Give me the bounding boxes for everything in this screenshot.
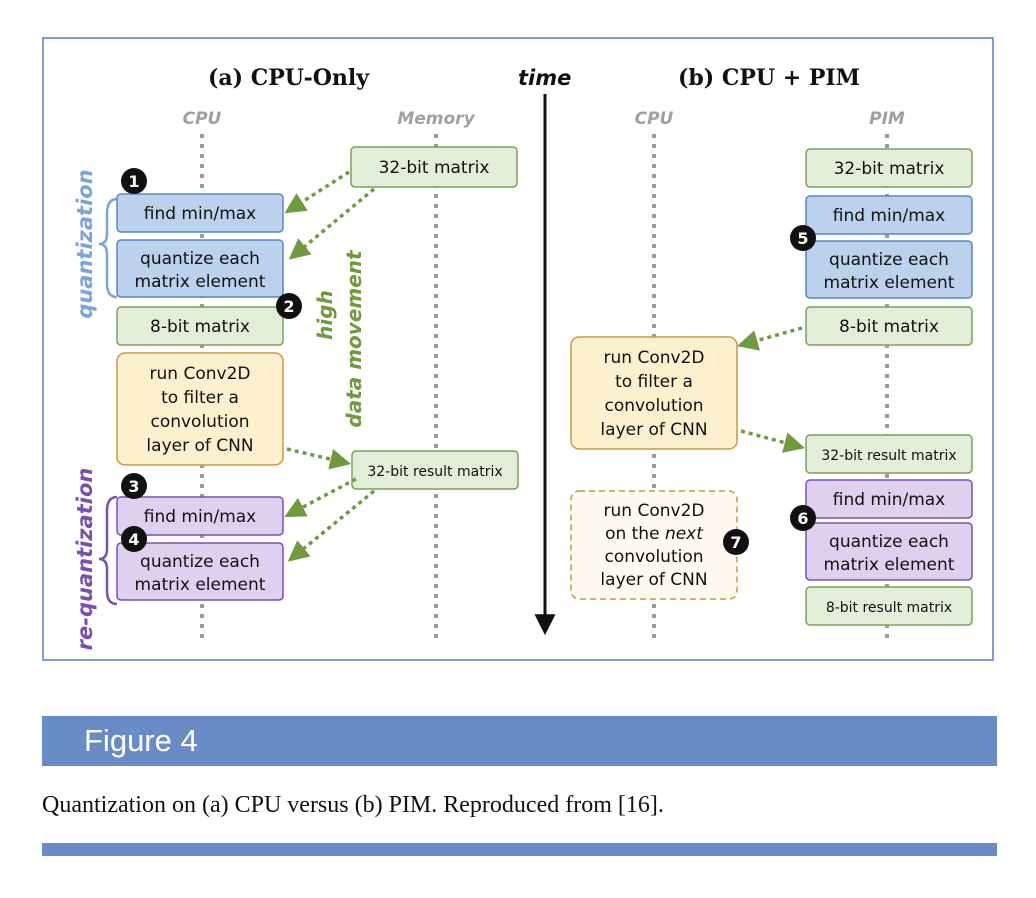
svg-text:32-bit matrix: 32-bit matrix [834, 159, 945, 179]
right-8bit-result-box: 8-bit result matrix [805, 586, 973, 626]
svg-text:3: 3 [128, 477, 139, 496]
figure-caption: Quantization on (a) CPU versus (b) PIM. … [42, 792, 664, 818]
right-quantize-2-box: quantize each matrix element [805, 522, 973, 581]
time-label: time [518, 66, 571, 90]
svg-text:convolution: convolution [604, 396, 703, 416]
svg-text:quantize each: quantize each [829, 250, 949, 270]
right-quantize-box: quantize each matrix element [805, 240, 973, 299]
svg-text:convolution: convolution [604, 547, 703, 567]
right-find-minmax-2-box: find min/max [805, 479, 973, 519]
svg-text:find min/max: find min/max [144, 507, 257, 527]
svg-text:7: 7 [730, 533, 741, 552]
lane-label-right-pim: PIM [869, 109, 905, 129]
quantization-label: quantization [73, 169, 97, 318]
svg-text:6: 6 [797, 509, 808, 528]
svg-text:to filter a: to filter a [161, 388, 239, 408]
svg-text:32-bit result matrix: 32-bit result matrix [821, 448, 956, 464]
right-find-minmax-box: find min/max [805, 195, 973, 235]
right-8bit-matrix-box: 8-bit matrix [805, 306, 973, 346]
left-quantize-2-box: quantize each matrix element [116, 542, 284, 601]
figure-frame: (a) CPU-Only time (b) CPU + PIM CPU Memo… [42, 37, 994, 661]
svg-text:32-bit result matrix: 32-bit result matrix [367, 464, 502, 480]
svg-text:matrix element: matrix element [824, 273, 955, 293]
left-8bit-matrix-box: 8-bit matrix [116, 306, 284, 346]
right-32bit-result-box: 32-bit result matrix [805, 434, 973, 474]
lane-label-left-memory: Memory [397, 109, 475, 129]
movement-label-data: data movement [342, 249, 366, 428]
svg-text:find min/max: find min/max [833, 206, 946, 226]
right-data-movement-arrows [736, 326, 806, 453]
left-32bit-result-box: 32-bit result matrix [351, 450, 519, 490]
left-find-minmax-2-box: find min/max [116, 496, 284, 536]
svg-text:32-bit matrix: 32-bit matrix [379, 158, 490, 178]
movement-label-high: high [313, 290, 337, 340]
svg-text:2: 2 [283, 297, 294, 316]
left-conv2d-box: run Conv2D to filter a convolution layer… [116, 352, 284, 466]
requantization-brace [98, 495, 118, 606]
lane-label-left-cpu: CPU [183, 109, 222, 129]
svg-text:find min/max: find min/max [833, 490, 946, 510]
svg-text:layer of CNN: layer of CNN [146, 436, 253, 456]
badge-1: 1 [121, 168, 147, 194]
left-title: (a) CPU-Only [208, 65, 370, 91]
svg-text:matrix element: matrix element [135, 575, 266, 595]
left-32bit-matrix-box: 32-bit matrix [350, 146, 518, 188]
right-next-conv2d-box: run Conv2D on the next convolution layer… [570, 490, 738, 600]
svg-text:5: 5 [797, 229, 808, 248]
badge-4: 4 [121, 526, 147, 552]
right-32bit-matrix-box: 32-bit matrix [805, 148, 973, 188]
svg-text:8-bit matrix: 8-bit matrix [150, 317, 250, 337]
badge-2: 2 [276, 293, 302, 319]
svg-text:run Conv2D: run Conv2D [150, 364, 251, 384]
svg-text:1: 1 [128, 172, 139, 191]
badge-7: 7 [723, 529, 749, 555]
lane-label-right-cpu: CPU [635, 109, 674, 129]
left-quantize-box: quantize each matrix element [116, 239, 284, 298]
svg-text:find min/max: find min/max [144, 204, 257, 224]
svg-text:matrix element: matrix element [135, 272, 266, 292]
quantization-brace [98, 197, 118, 299]
badge-5: 5 [790, 225, 816, 251]
requantization-label: re-quantization [73, 468, 97, 651]
quantization-diagram: (a) CPU-Only time (b) CPU + PIM CPU Memo… [73, 65, 973, 651]
figure-label: Figure 4 [84, 723, 198, 758]
svg-text:quantize each: quantize each [829, 532, 949, 552]
svg-text:8-bit result matrix: 8-bit result matrix [826, 600, 952, 616]
svg-text:layer of CNN: layer of CNN [600, 570, 707, 590]
right-conv2d-box: run Conv2D to filter a convolution layer… [570, 336, 738, 450]
figure-label-bar: Figure 4 [42, 716, 997, 766]
svg-text:on the next: on the next [605, 524, 704, 544]
right-title: (b) CPU + PIM [678, 65, 860, 91]
svg-text:quantize each: quantize each [140, 249, 260, 269]
svg-text:convolution: convolution [150, 412, 249, 432]
svg-text:run Conv2D: run Conv2D [604, 348, 705, 368]
svg-text:layer of CNN: layer of CNN [600, 420, 707, 440]
svg-text:to filter a: to filter a [615, 372, 693, 392]
bottom-rule [42, 843, 997, 856]
svg-text:run Conv2D: run Conv2D [604, 501, 705, 521]
left-find-minmax-box: find min/max [116, 193, 284, 233]
svg-text:8-bit matrix: 8-bit matrix [839, 317, 939, 337]
svg-text:matrix element: matrix element [824, 555, 955, 575]
left-data-movement-arrows [284, 170, 376, 562]
svg-text:4: 4 [128, 530, 139, 549]
badge-3: 3 [121, 473, 147, 499]
badge-6: 6 [790, 505, 816, 531]
svg-text:quantize each: quantize each [140, 552, 260, 572]
